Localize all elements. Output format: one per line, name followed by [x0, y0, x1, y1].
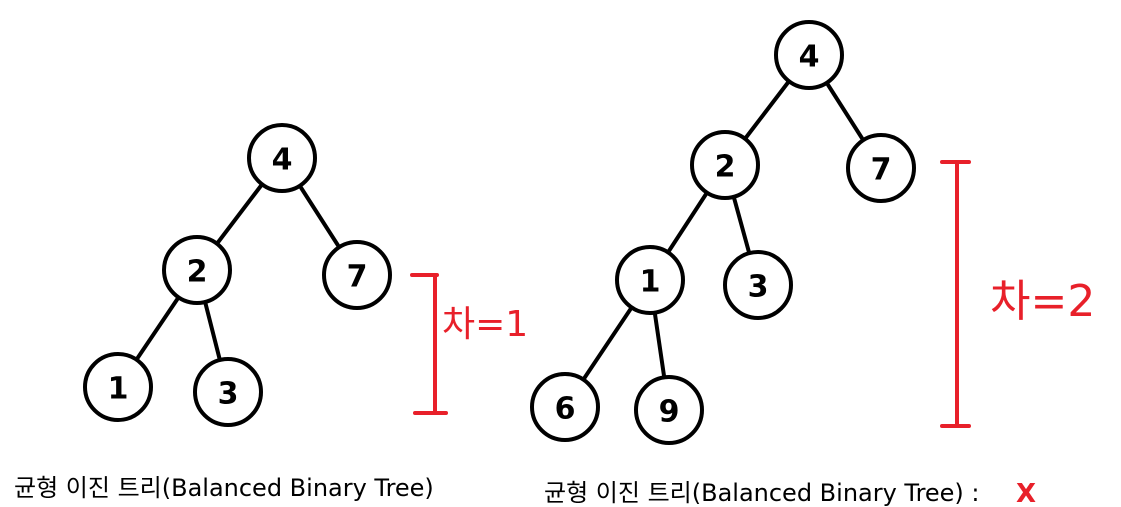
tree-node-b4: 4 — [774, 20, 844, 90]
node-circle — [774, 20, 844, 90]
tree-node-b6: 6 — [530, 372, 600, 442]
node-label: 1 — [640, 265, 661, 300]
tree-node-b9: 9 — [634, 375, 704, 445]
node-label: 9 — [659, 395, 680, 430]
node-circle — [615, 245, 685, 315]
tree-node-a2: 2 — [162, 235, 232, 305]
tree-node-a7: 7 — [322, 240, 392, 310]
tree-node-b7: 7 — [846, 133, 916, 203]
tree-node-a1: 1 — [83, 352, 153, 422]
tree-node-a4: 4 — [247, 123, 317, 193]
node-label: 7 — [347, 260, 368, 295]
node-label: 4 — [272, 143, 293, 178]
caption-left: 균형 이진 트리(Balanced Binary Tree) — [14, 474, 434, 502]
node-circle — [530, 372, 600, 442]
node-label: 1 — [108, 372, 129, 407]
node-circle — [690, 130, 760, 200]
node-circle — [723, 250, 793, 320]
node-label: 3 — [748, 270, 769, 305]
tree-node-b1: 1 — [615, 245, 685, 315]
tree-edges — [116, 53, 883, 412]
tree-nodes: 4 2 7 1 3 4 2 7 1 3 6 9 — [83, 20, 916, 445]
node-label: 4 — [799, 40, 820, 75]
tree-node-b2: 2 — [690, 130, 760, 200]
node-circle — [846, 133, 916, 203]
difference-label-left: 차=1 — [442, 304, 528, 345]
node-label: 6 — [555, 392, 576, 427]
node-circle — [193, 357, 263, 427]
node-label: 2 — [187, 255, 208, 290]
node-circle — [322, 240, 392, 310]
node-circle — [162, 235, 232, 305]
caption-right: 균형 이진 트리(Balanced Binary Tree) : — [544, 479, 980, 507]
node-circle — [83, 352, 153, 422]
difference-label-right: 차=2 — [990, 276, 1095, 327]
tree-node-b3: 3 — [723, 250, 793, 320]
node-circle — [247, 123, 317, 193]
height-bracket-left — [410, 273, 448, 415]
verdict-mark: X — [1016, 479, 1036, 507]
node-label: 3 — [218, 377, 239, 412]
node-label: 2 — [715, 150, 736, 185]
node-label: 7 — [871, 153, 892, 188]
height-bracket-right — [940, 160, 971, 428]
tree-node-a3: 3 — [193, 357, 263, 427]
node-circle — [634, 375, 704, 445]
